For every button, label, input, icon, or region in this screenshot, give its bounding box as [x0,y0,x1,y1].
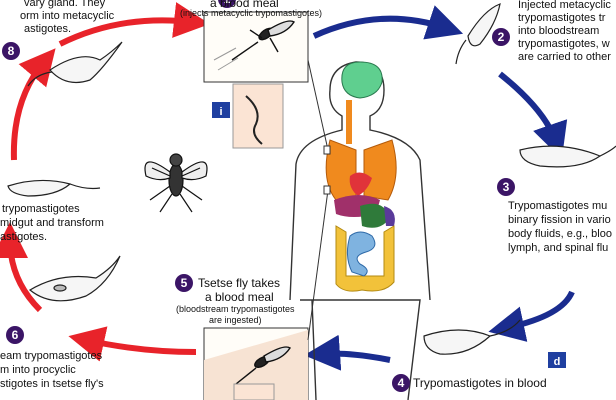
step-1-subtitle: (injects metacyclic trypomastigotes) [180,8,323,18]
heart [349,172,372,196]
step-1-title: a blood meal [210,0,279,10]
small-intestine [346,231,376,277]
step-badge-1: 1 [218,0,236,8]
fly-top-icon [231,20,295,61]
step-badge-6: 6 [6,326,24,344]
step-2-line-3: into bloodstream [518,25,600,37]
stomach [360,203,390,228]
step-badge-2: 2 [492,28,510,46]
step-3-line-2: binary fission in vario [508,214,611,226]
large-intestine [335,225,395,292]
step-2-line-5: are carried to other [518,51,611,63]
trypanosome-icon-8 [27,41,123,87]
trypo-inset-icon [245,95,263,145]
step-4-label: Trypomastigotes in blood [413,376,547,390]
human-arrow-3-to-4 [488,290,575,342]
step-8-line-1: vary gland. They [24,0,106,9]
step-5-line-1: Tsetse fly takes [198,276,281,290]
insect-arrow-5-to-6 [68,326,197,362]
bladder [384,206,395,226]
step-6-line-1: eam trypomastigotes [0,350,103,362]
fly-bottom-icon [235,346,291,385]
trypanosome-icon-4 [423,319,521,355]
step-badge-4: 4 [392,374,410,392]
insect-arrow-6-to-7 [0,222,43,313]
insect-arrow-8-to-1 [58,2,210,47]
insect-arrow-7-to-8 [10,48,56,161]
step-2-line-1: Injected metacyclic [518,0,611,11]
step-3-line-3: body fluids, e.g., bloo [508,228,612,240]
tsetse-fly-icon [144,153,208,213]
step-2-line-4: trypomastigotes, w [518,38,610,50]
step-5-sub-1: (bloodstream trypomastigotes [176,304,295,314]
step-5-line-2: a blood meal [205,290,274,304]
human-arrow-1-to-2 [312,5,464,40]
step-7-line-1: trypomastigotes [2,203,80,215]
step-2-line-2: trypomastigotes tr [518,12,606,24]
human-arrow-4-to-5 [304,334,391,371]
step-badge-8: 8 [2,42,20,60]
step-badge-3: 3 [497,178,515,196]
trypanosome-icon-6 [28,255,121,302]
brain [341,61,383,99]
step-5-sub-2: are ingested) [209,315,262,325]
trypanosome-icon-3 [519,145,616,168]
mouth-tube [346,100,352,144]
step-badge-5: 5 [175,274,193,292]
step-7-line-3: astigotes. [0,231,48,243]
infective-stage-tag: i [212,102,230,118]
step-8-line-2: orm into metacyclic [20,10,115,22]
step-7-line-2: midgut and transform [0,217,104,229]
trypanosome-icon-2 [455,3,501,65]
diagnostic-stage-tag: d [548,352,566,368]
step-3-line-4: lymph, and spinal flu [508,242,609,254]
step-8-line-3: astigotes. [24,23,72,35]
trypanosome-icon-7 [7,179,101,197]
human-figure [289,61,431,400]
step-6-line-2: m into procyclic [0,364,76,376]
step-6-line-3: stigotes in tsetse fly's [0,378,104,390]
human-arrow-2-to-3 [498,71,568,160]
step-3-line-1: Trypomastigotes mu [508,200,608,212]
